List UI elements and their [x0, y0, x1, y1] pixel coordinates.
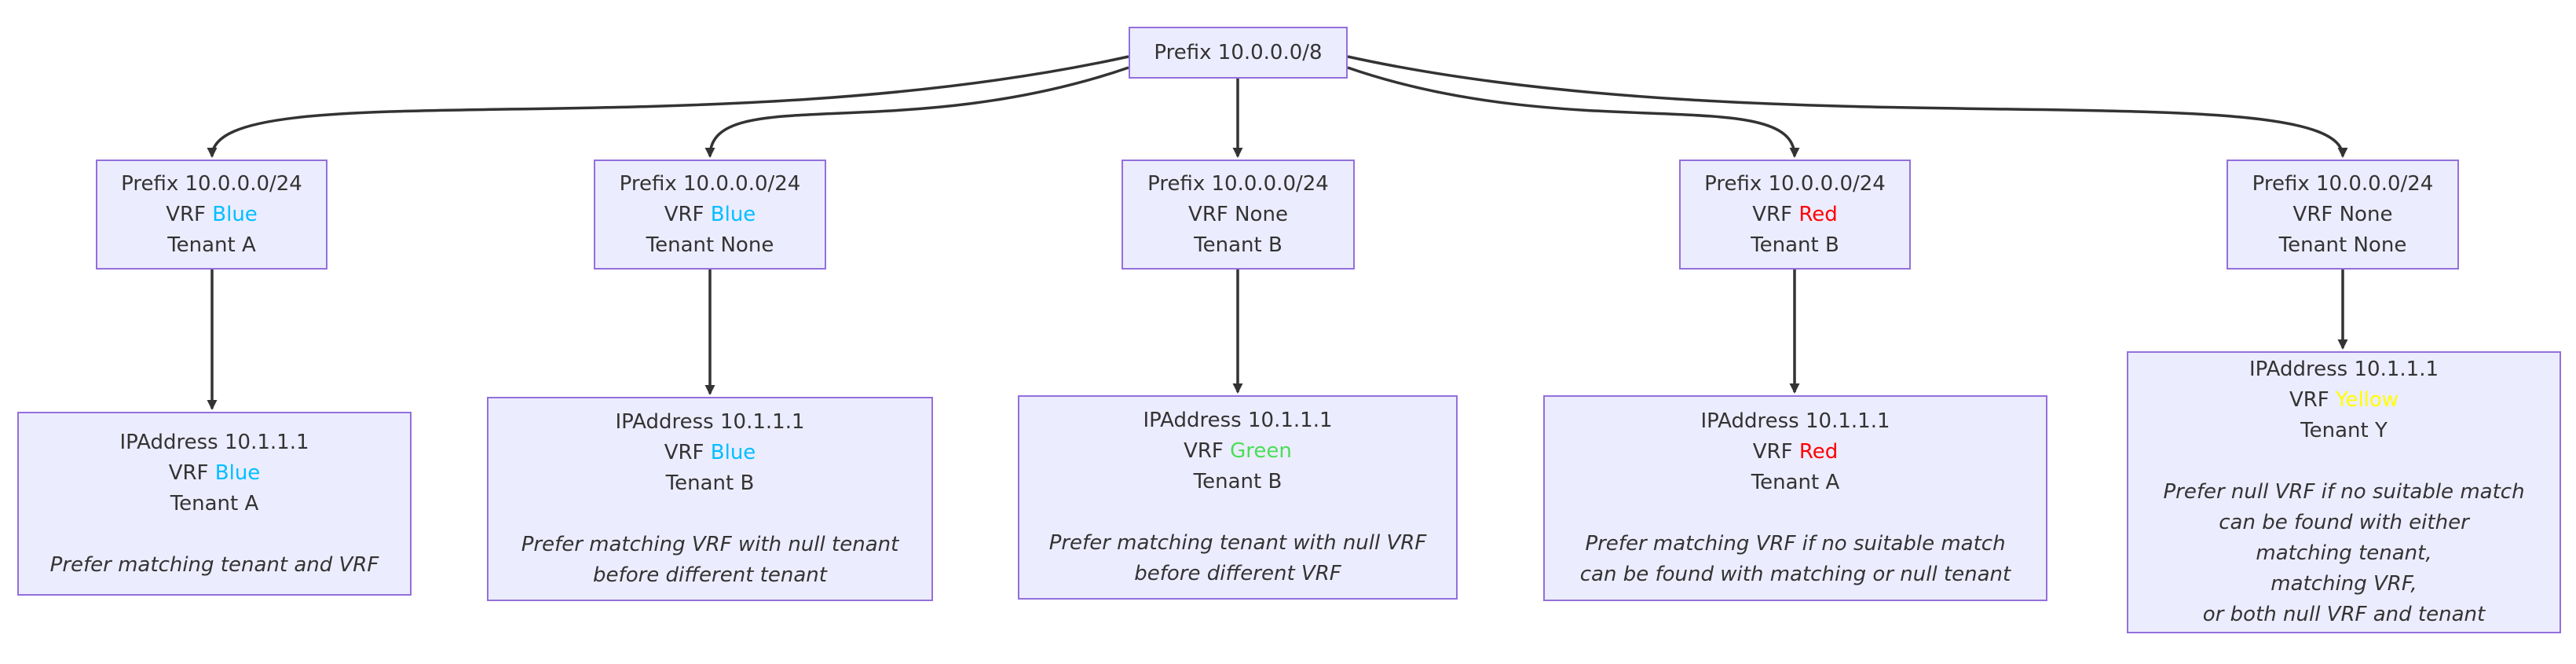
- node-ipaddress-5: IPAddress 10.1.1.1 VRF Yellow Tenant Y P…: [2127, 351, 2561, 633]
- node-title: IPAddress 10.1.1.1: [1700, 409, 1890, 433]
- vrf-label: VRF: [1752, 202, 1793, 226]
- node-title: Prefix 10.0.0.0/24: [619, 171, 801, 196]
- node-title: Prefix 10.0.0.0/8: [1154, 40, 1323, 64]
- node-note-line: before different tenant: [593, 563, 827, 587]
- node-vrf-line: VRF Blue: [664, 200, 756, 230]
- node-vrf-line: VRF Red: [1752, 200, 1837, 230]
- vrf-value: None: [1235, 202, 1288, 226]
- node-vrf-line: VRF Yellow: [2289, 385, 2399, 416]
- node-note-line: matching tenant,: [2256, 541, 2432, 565]
- node-ipaddress-2: IPAddress 10.1.1.1 VRF Blue Tenant B Pre…: [487, 397, 933, 601]
- vrf-value: Red: [1798, 440, 1839, 464]
- node-prefix-5: Prefix 10.0.0.0/24 VRF None Tenant None: [2227, 160, 2459, 270]
- node-tenant: Tenant A: [167, 233, 256, 257]
- node-note-line: matching VRF,: [2270, 572, 2417, 596]
- vrf-label: VRF: [166, 202, 206, 226]
- node-note-line: or both null VRF and tenant: [2202, 603, 2486, 626]
- node-prefix-2: Prefix 10.0.0.0/24 VRF Blue Tenant None: [594, 160, 826, 270]
- node-title: IPAddress 10.1.1.1: [615, 410, 805, 434]
- vrf-value: Blue: [214, 460, 261, 485]
- edge-root-b2: [704, 66, 1129, 158]
- node-tenant: Tenant B: [1194, 233, 1283, 257]
- node-ipaddress-4: IPAddress 10.1.1.1 VRF Red Tenant A Pref…: [1543, 395, 2047, 601]
- vrf-label: VRF: [1752, 440, 1793, 464]
- vrf-label: VRF: [2292, 202, 2333, 226]
- node-note-line: Prefer matching tenant and VRF: [49, 552, 379, 577]
- vrf-label: VRF: [1184, 439, 1224, 463]
- node-tenant: Tenant Y: [2300, 419, 2388, 442]
- vrf-value: Yellow: [2336, 388, 2399, 412]
- node-tenant: Tenant B: [665, 471, 755, 495]
- node-title: Prefix 10.0.0.0/24: [2252, 171, 2434, 196]
- vrf-value: Blue: [710, 441, 756, 464]
- node-note-line: can be found with matching or null tenan…: [1579, 563, 2011, 586]
- node-tenant: Tenant A: [1751, 471, 1840, 494]
- node-prefix-1: Prefix 10.0.0.0/24 VRF Blue Tenant A: [96, 160, 327, 270]
- node-title: Prefix 10.0.0.0/24: [1147, 171, 1329, 196]
- node-tenant: Tenant None: [2278, 233, 2407, 257]
- node-vrf-line: VRF Blue: [169, 458, 261, 489]
- node-tenant: Tenant B: [1751, 233, 1839, 257]
- edge-root-b1: [207, 55, 1129, 158]
- node-title: IPAddress 10.1.1.1: [2249, 358, 2439, 381]
- node-title: IPAddress 10.1.1.1: [119, 430, 309, 454]
- node-note-line: Prefer matching tenant with null VRF: [1048, 531, 1427, 555]
- node-vrf-line: VRF Blue: [166, 200, 258, 230]
- vrf-label: VRF: [168, 460, 209, 485]
- node-vrf-line: VRF None: [2293, 200, 2393, 230]
- node-note-line: Prefer matching VRF with null tenant: [521, 533, 899, 556]
- vrf-value: Green: [1230, 439, 1292, 463]
- vrf-label: VRF: [664, 202, 704, 226]
- node-note-line: Prefer matching VRF if no suitable match: [1585, 532, 2006, 556]
- vrf-label: VRF: [1188, 202, 1228, 226]
- node-title: IPAddress 10.1.1.1: [1143, 409, 1333, 432]
- node-tenant: Tenant None: [646, 233, 774, 257]
- vrf-value: Blue: [710, 202, 756, 226]
- node-note-line: Prefer null VRF if no suitable match: [2163, 480, 2525, 504]
- vrf-label: VRF: [2289, 388, 2329, 412]
- node-note-line: before different VRF: [1134, 562, 1341, 585]
- edge-root-b4: [1347, 66, 1800, 158]
- node-title: Prefix 10.0.0.0/24: [1704, 171, 1886, 196]
- node-vrf-line: VRF Red: [1753, 437, 1838, 468]
- node-vrf-line: VRF Green: [1184, 436, 1292, 467]
- node-ipaddress-3: IPAddress 10.1.1.1 VRF Green Tenant B Pr…: [1018, 395, 1458, 600]
- vrf-value: Blue: [212, 202, 258, 226]
- vrf-label: VRF: [664, 441, 704, 464]
- node-vrf-line: VRF Blue: [664, 438, 756, 468]
- node-ipaddress-1: IPAddress 10.1.1.1 VRF Blue Tenant A Pre…: [17, 412, 412, 596]
- node-tenant: Tenant A: [170, 491, 259, 515]
- node-title: Prefix 10.0.0.0/24: [121, 171, 302, 196]
- edge-root-b5: [1347, 55, 2348, 158]
- vrf-value: None: [2339, 202, 2393, 226]
- node-tenant: Tenant B: [1193, 470, 1283, 493]
- node-vrf-line: VRF None: [1188, 200, 1288, 230]
- node-prefix-root: Prefix 10.0.0.0/8: [1129, 27, 1348, 79]
- node-note-line: can be found with either: [2219, 511, 2469, 534]
- node-prefix-4: Prefix 10.0.0.0/24 VRF Red Tenant B: [1679, 160, 1911, 270]
- node-prefix-3: Prefix 10.0.0.0/24 VRF None Tenant B: [1122, 160, 1355, 270]
- vrf-value: Red: [1798, 202, 1838, 226]
